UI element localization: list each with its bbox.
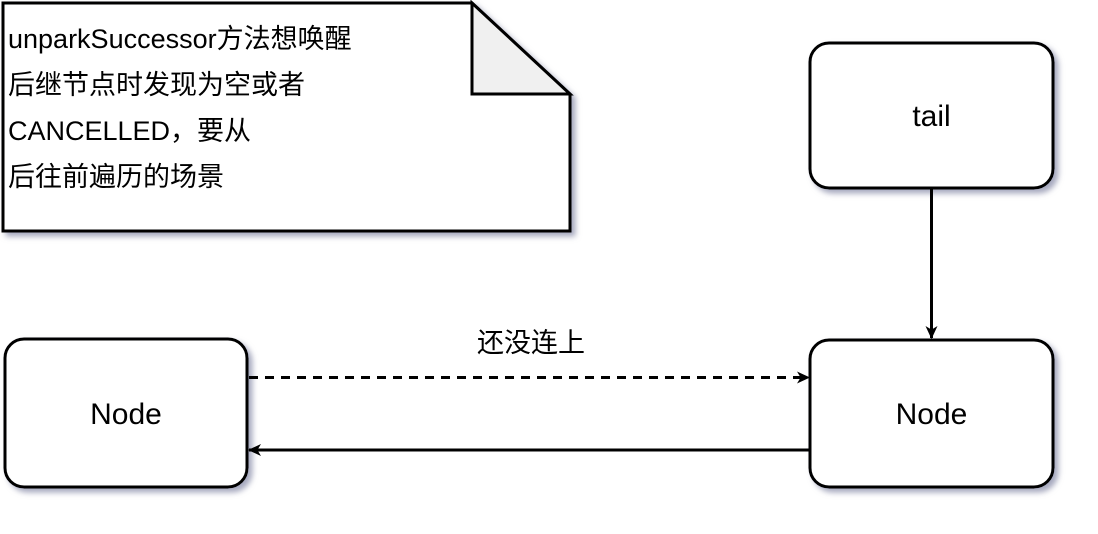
node-left-label: Node — [90, 398, 162, 431]
node-right[interactable]: Node — [808, 338, 1055, 489]
note-fold-icon — [470, 0, 574, 96]
node-tail[interactable]: tail — [808, 41, 1055, 190]
node-right-shape — [808, 338, 1055, 489]
node-left[interactable]: Node — [3, 337, 249, 489]
edge-node-left-to-node-right-label: 还没连上 — [477, 328, 585, 358]
node-right-label: Node — [896, 398, 968, 431]
note-line-2: 后继节点时发现为空或者 — [8, 70, 305, 100]
note-body — [1, 1, 572, 233]
note-line-4: 后往前遍历的场景 — [8, 162, 224, 192]
edge-node-left-to-node-right[interactable]: 还没连上 — [249, 328, 810, 384]
note-line-1: unparkSuccessor方法想唤醒 — [8, 24, 352, 54]
annotation-note[interactable]: unparkSuccessor方法想唤醒 后继节点时发现为空或者 CANCELL… — [1, 0, 574, 233]
node-tail-label: tail — [912, 100, 950, 133]
note-line-3: CANCELLED，要从 — [8, 116, 251, 146]
node-left-shape — [3, 337, 249, 489]
